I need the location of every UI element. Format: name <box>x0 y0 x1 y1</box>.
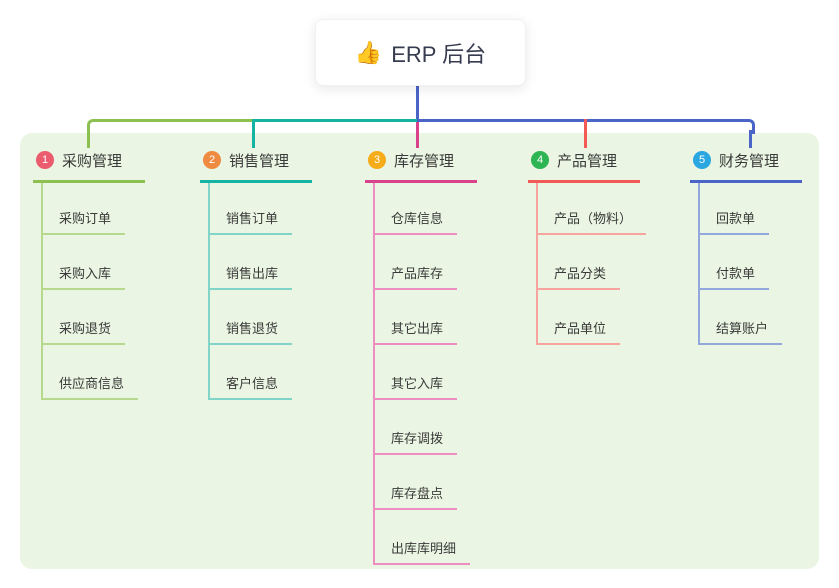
connector-drop-branch-2 <box>252 119 255 148</box>
child-node-label[interactable]: 其它出库 <box>375 318 458 345</box>
branch-header-inventory[interactable]: 3 库存管理 <box>365 148 477 183</box>
root-node[interactable]: 👍 ERP 后台 <box>315 19 526 86</box>
child-node-label[interactable]: 出库库明细 <box>375 538 471 565</box>
child-node: 回款单 <box>700 183 802 235</box>
child-node: 销售订单 <box>210 183 312 235</box>
child-node: 其它出库 <box>375 290 477 345</box>
connector-horizontal-green <box>95 119 253 122</box>
branch-badge-2: 2 <box>203 151 221 169</box>
child-node: 库存盘点 <box>375 455 477 510</box>
child-node: 产品库存 <box>375 235 477 290</box>
child-node: 产品单位 <box>538 290 640 345</box>
branch-inventory: 3 库存管理 仓库信息 产品库存 其它出库 其它入库 库存调拨 库存盘点 出库库… <box>365 148 477 565</box>
branch-badge-4: 4 <box>531 151 549 169</box>
child-node-label[interactable]: 结算账户 <box>700 318 783 345</box>
child-node-label[interactable]: 采购入库 <box>43 263 126 290</box>
child-node-label[interactable]: 销售出库 <box>210 263 293 290</box>
child-node-label[interactable]: 产品分类 <box>538 263 621 290</box>
child-node: 采购入库 <box>43 235 145 290</box>
branch-children: 仓库信息 产品库存 其它出库 其它入库 库存调拨 库存盘点 出库库明细 <box>373 183 477 565</box>
child-node-label[interactable]: 采购订单 <box>43 208 126 235</box>
branch-header-sales[interactable]: 2 销售管理 <box>200 148 312 183</box>
child-node: 销售出库 <box>210 235 312 290</box>
branch-children: 产品（物料） 产品分类 产品单位 <box>536 183 647 345</box>
child-node-label[interactable]: 回款单 <box>700 208 770 235</box>
child-node-label[interactable]: 产品（物料） <box>538 208 647 235</box>
child-node: 供应商信息 <box>43 345 145 400</box>
connector-horizontal-teal <box>253 119 417 122</box>
child-node-label[interactable]: 仓库信息 <box>375 208 458 235</box>
branch-sales: 2 销售管理 销售订单 销售出库 销售退货 客户信息 <box>200 148 312 400</box>
child-node-label[interactable]: 客户信息 <box>210 373 293 400</box>
connector-drop-branch-5 <box>749 130 752 148</box>
branch-header-product[interactable]: 4 产品管理 <box>528 148 640 183</box>
branch-procurement: 1 采购管理 采购订单 采购入库 采购退货 供应商信息 <box>33 148 145 400</box>
branch-badge-5: 5 <box>693 151 711 169</box>
child-node: 结算账户 <box>700 290 802 345</box>
connector-drop-branch-3 <box>416 122 419 148</box>
child-node: 采购退货 <box>43 290 145 345</box>
child-node-label[interactable]: 销售退货 <box>210 318 293 345</box>
child-node-label[interactable]: 销售订单 <box>210 208 293 235</box>
connector-horizontal-blue <box>417 119 743 122</box>
child-node-label[interactable]: 采购退货 <box>43 318 126 345</box>
child-node: 销售退货 <box>210 290 312 345</box>
branch-children: 采购订单 采购入库 采购退货 供应商信息 <box>41 183 145 400</box>
child-node: 客户信息 <box>210 345 312 400</box>
child-node: 仓库信息 <box>375 183 477 235</box>
branch-product: 4 产品管理 产品（物料） 产品分类 产品单位 <box>528 148 647 345</box>
connector-corner-left <box>87 119 100 134</box>
child-node-label[interactable]: 其它入库 <box>375 373 458 400</box>
child-node-label[interactable]: 产品单位 <box>538 318 621 345</box>
child-node: 采购订单 <box>43 183 145 235</box>
branch-title: 采购管理 <box>62 152 123 170</box>
branch-children: 回款单 付款单 结算账户 <box>698 183 802 345</box>
branch-badge-1: 1 <box>36 151 54 169</box>
branch-title: 财务管理 <box>719 152 780 170</box>
branch-title: 库存管理 <box>394 152 455 170</box>
branch-badge-3: 3 <box>368 151 386 169</box>
child-node: 产品分类 <box>538 235 640 290</box>
child-node: 其它入库 <box>375 345 477 400</box>
branch-header-finance[interactable]: 5 财务管理 <box>690 148 802 183</box>
child-node: 出库库明细 <box>375 510 477 565</box>
branch-header-procurement[interactable]: 1 采购管理 <box>33 148 145 183</box>
connector-root-vertical <box>416 84 419 120</box>
child-node-label[interactable]: 库存盘点 <box>375 483 458 510</box>
branch-title: 销售管理 <box>229 152 290 170</box>
child-node-label[interactable]: 付款单 <box>700 263 770 290</box>
mindmap-panel <box>20 133 819 569</box>
branch-title: 产品管理 <box>557 152 618 170</box>
child-node-label[interactable]: 库存调拨 <box>375 428 458 455</box>
child-node: 付款单 <box>700 235 802 290</box>
connector-drop-branch-1 <box>87 130 90 148</box>
child-node: 库存调拨 <box>375 400 477 455</box>
child-node: 产品（物料） <box>538 183 647 235</box>
connector-drop-branch-4 <box>584 119 587 148</box>
branch-finance: 5 财务管理 回款单 付款单 结算账户 <box>690 148 802 345</box>
branch-children: 销售订单 销售出库 销售退货 客户信息 <box>208 183 312 400</box>
connector-corner-right <box>741 119 755 134</box>
root-node-label: ERP 后台 <box>391 41 487 67</box>
thumbs-up-icon: 👍 <box>354 39 383 65</box>
child-node-label[interactable]: 产品库存 <box>375 263 458 290</box>
child-node-label[interactable]: 供应商信息 <box>43 373 139 400</box>
